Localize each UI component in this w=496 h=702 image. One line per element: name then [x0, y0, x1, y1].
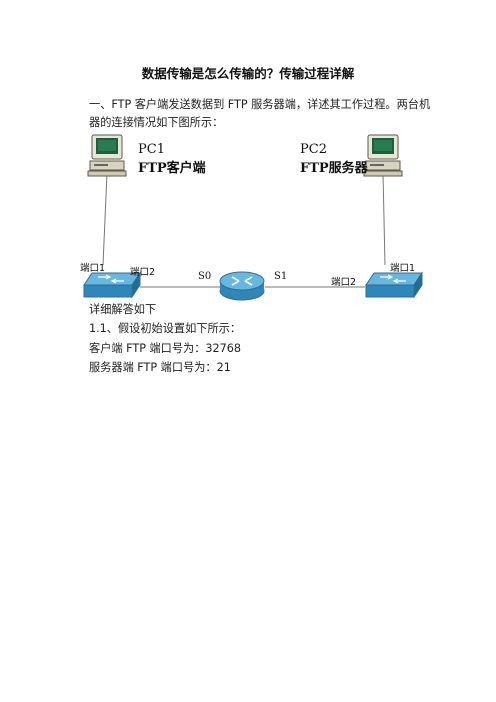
pc1-role-label: FTP客户端 [138, 160, 206, 176]
body-line-3: 客户端 FTP 端口号为：32768 [89, 342, 242, 355]
switch2-icon [365, 271, 423, 299]
body-line-4: 服务器端 FTP 端口号为：21 [89, 361, 231, 374]
pc1-computer-icon [87, 134, 127, 177]
link-pc2-switch2 [382, 172, 386, 266]
pc2-name-label: PC2 [300, 142, 327, 157]
switch1-port1-label: 端口1 [80, 262, 105, 274]
switch1-port2-label: 端口2 [130, 266, 155, 278]
intro-paragraph: 一、FTP 客户端发送数据到 FTP 服务器端，详述其工作过程。两台机器的连接情… [89, 98, 431, 129]
switch2-port1-label: 端口1 [390, 262, 415, 274]
pc1-name-label: PC1 [138, 142, 165, 157]
pc2-role-label: FTP服务器 [300, 160, 369, 176]
network-diagram: PC1 FTP客户端 PC2 FTP服务器 端口1 端口2 S0 S1 端口2 … [80, 134, 423, 301]
body-line-2: 1.1、假设初始设置如下所示： [89, 322, 242, 335]
body-line-1: 详细解答如下 [89, 303, 157, 316]
pc2-computer-icon [363, 134, 403, 177]
router-s0-label: S0 [198, 271, 211, 282]
router-icon [219, 271, 265, 301]
link-pc1-switch1 [102, 172, 108, 266]
switch2-port2-label: 端口2 [331, 276, 356, 288]
router-s1-label: S1 [274, 271, 287, 282]
switch1-icon [83, 271, 141, 299]
document-title: 数据传输是怎么传输的？传输过程详解 [141, 66, 355, 81]
